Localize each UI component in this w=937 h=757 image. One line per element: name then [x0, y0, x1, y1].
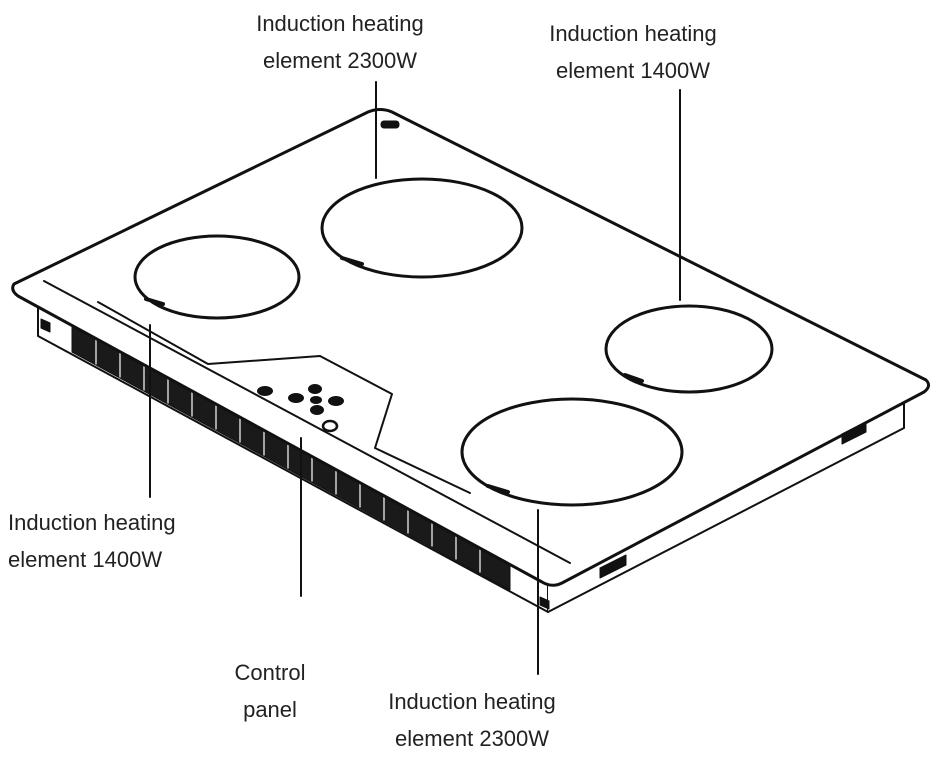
label-line: element 2300W — [262, 48, 418, 73]
label-element-1400w-front: Induction heating element 1400W — [0, 504, 233, 578]
control-button — [328, 396, 344, 406]
label-line: Induction heating — [388, 689, 556, 714]
burner-back-left — [320, 177, 524, 279]
label-line: Induction heating — [256, 11, 424, 36]
burner-front-right — [460, 397, 684, 507]
control-button — [310, 396, 322, 404]
label-line: Induction heating — [549, 21, 717, 46]
burner-sensor-mark — [486, 484, 510, 494]
control-panel-outline — [97, 301, 471, 494]
burner-sensor-mark — [340, 256, 364, 266]
control-button — [288, 393, 304, 403]
burner-sensor-mark — [144, 297, 165, 306]
power-button — [321, 419, 339, 433]
control-button — [308, 384, 322, 394]
label-line: Control — [234, 660, 306, 685]
burner-sensor-mark — [623, 373, 644, 383]
label-line: Induction heating — [8, 510, 176, 535]
label-line: panel — [243, 697, 297, 722]
logo-mark — [380, 120, 400, 129]
cooktop-glass-top — [11, 108, 931, 587]
mounting-clip — [40, 318, 51, 333]
label-control-panel: Control panel — [200, 654, 340, 728]
label-element-1400w-back: Induction heating element 1400W — [503, 15, 763, 89]
control-button — [310, 405, 324, 415]
glass-front-rim — [43, 280, 571, 564]
label-line: element 1400W — [555, 58, 711, 83]
label-line: element 1400W — [8, 547, 163, 572]
label-element-2300w-back: Induction heating element 2300W — [210, 5, 470, 79]
label-element-2300w-front: Induction heating element 2300W — [342, 683, 602, 757]
mounting-clip — [599, 554, 627, 579]
burner-back-right — [604, 304, 774, 394]
mounting-clip — [841, 421, 867, 445]
control-button — [257, 386, 273, 396]
label-line: element 2300W — [394, 726, 550, 751]
burner-front-left — [133, 234, 301, 320]
mounting-clip — [539, 596, 550, 610]
